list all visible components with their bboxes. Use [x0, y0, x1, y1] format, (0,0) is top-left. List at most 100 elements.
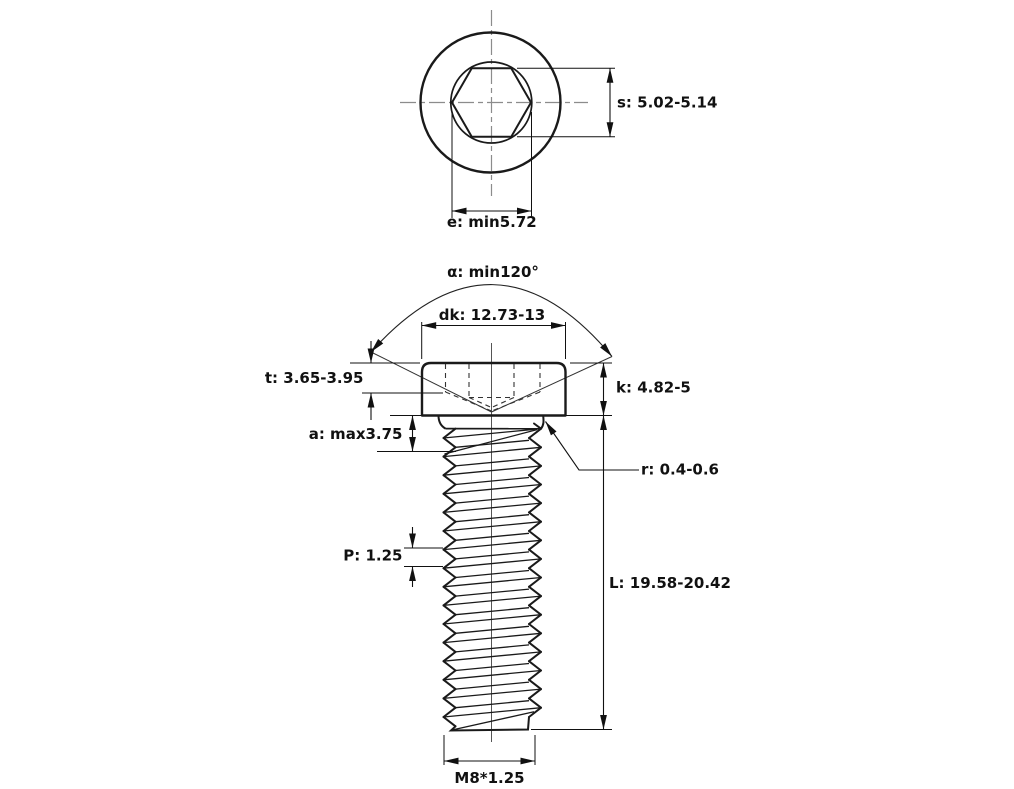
- thread-line: [442, 623, 457, 635]
- thread-line: [442, 669, 457, 681]
- thread-line: [455, 681, 530, 690]
- thread-runout-line: [444, 428, 538, 455]
- e-dimension-label: e: min5.72: [447, 213, 537, 231]
- thread-line: [455, 495, 530, 504]
- top-view: s: 5.02-5.14 e: min5.72: [400, 10, 717, 231]
- thread-line: [528, 446, 542, 458]
- screw-tip-edge: [448, 716, 530, 732]
- thread-line: [528, 613, 542, 625]
- thread-line: [455, 625, 530, 634]
- dimension-a: a: max3.75: [309, 415, 456, 452]
- thread-line: [443, 539, 542, 551]
- thread-line: [443, 632, 542, 644]
- side-view: α: min120°: [265, 263, 731, 787]
- thread-line: [442, 697, 457, 709]
- thread-line: [442, 492, 457, 505]
- thread-line: [528, 697, 542, 709]
- dimension-P: P: 1.25: [343, 527, 443, 587]
- alpha-angle-arc: [370, 284, 613, 357]
- neck-and-runout: [437, 415, 545, 455]
- thread-line: [528, 492, 542, 505]
- thread-line: [455, 551, 530, 560]
- thread-line: [528, 511, 542, 523]
- thread-line: [455, 662, 530, 672]
- thread-line: [442, 604, 457, 616]
- thread-profile: [442, 422, 542, 728]
- hex-socket-polygon: [450, 67, 533, 138]
- screw-head-outline: [420, 361, 567, 417]
- thread-line: [442, 502, 457, 514]
- thread-line: [528, 502, 542, 514]
- thread-line: [442, 483, 457, 495]
- thread-line: [528, 548, 542, 560]
- thread-line: [528, 483, 542, 495]
- thread-bottom-chamfer: [448, 711, 535, 732]
- thread-line: [528, 474, 542, 486]
- thread-line: [442, 650, 457, 663]
- thread-line: [443, 502, 542, 514]
- alpha-construction: α: min120°: [370, 263, 613, 413]
- alpha-dimension-label: α: min120°: [447, 263, 539, 281]
- thread-line: [442, 427, 457, 439]
- thread-line: [528, 437, 542, 449]
- thread-line: [442, 595, 457, 607]
- thread-line: [443, 446, 542, 458]
- thread-line: [528, 623, 542, 635]
- thread-line: [528, 604, 542, 616]
- thread-line: [443, 688, 542, 700]
- thread-line: [528, 641, 542, 653]
- r-leader-line: [545, 421, 639, 471]
- thread-line: [443, 428, 542, 439]
- thread-line: [442, 716, 457, 728]
- thread-line: [528, 660, 542, 672]
- thread-line: [443, 651, 542, 662]
- P-dimension-label: P: 1.25: [343, 547, 402, 565]
- dimension-r: r: 0.4-0.6: [545, 421, 719, 479]
- thread-line: [443, 558, 542, 569]
- dimension-s: s: 5.02-5.14: [517, 67, 717, 138]
- thread-line: [528, 427, 542, 439]
- thread-line: [442, 511, 457, 523]
- thread-line: [442, 678, 457, 691]
- a-dimension-label: a: max3.75: [309, 425, 403, 443]
- thread-line: [442, 632, 457, 644]
- thread-line: [442, 548, 457, 560]
- thread-line: [442, 688, 457, 700]
- thread-line: [528, 530, 542, 542]
- thread-line: [533, 422, 542, 430]
- thread-line: [442, 520, 457, 532]
- thread-line: [442, 576, 457, 588]
- thread-line: [442, 464, 457, 477]
- screw-tip-diagonal: [451, 711, 535, 731]
- thread-line: [528, 678, 542, 691]
- thread-line: [528, 520, 542, 532]
- thread-line: [455, 700, 530, 709]
- thread-line: [455, 458, 530, 467]
- thread-line: [442, 660, 457, 672]
- thread-line: [442, 539, 457, 551]
- thread-line: [528, 706, 542, 718]
- head-outer-circle: [419, 31, 562, 174]
- thread-line: [455, 439, 530, 448]
- thread-line: [528, 464, 542, 477]
- thread-line: [528, 669, 542, 681]
- thread-line: [528, 557, 542, 570]
- neck-fillet-left: [437, 415, 447, 430]
- thread-line: [442, 557, 457, 570]
- thread-line: [443, 707, 542, 718]
- thread-line: [442, 613, 457, 625]
- socket-cone-hidden-line: [491, 396, 515, 409]
- thread-line: [442, 585, 457, 598]
- thread-line: [443, 576, 542, 588]
- r-dimension-label: r: 0.4-0.6: [641, 461, 719, 479]
- thread-line: [528, 567, 542, 579]
- thread-line: [528, 650, 542, 663]
- neck-fillet-right: [540, 415, 545, 430]
- thread-line: [528, 585, 542, 598]
- thread-line: [528, 576, 542, 588]
- thread-line: [442, 437, 457, 449]
- L-dimension-label: L: 19.58-20.42: [609, 574, 731, 592]
